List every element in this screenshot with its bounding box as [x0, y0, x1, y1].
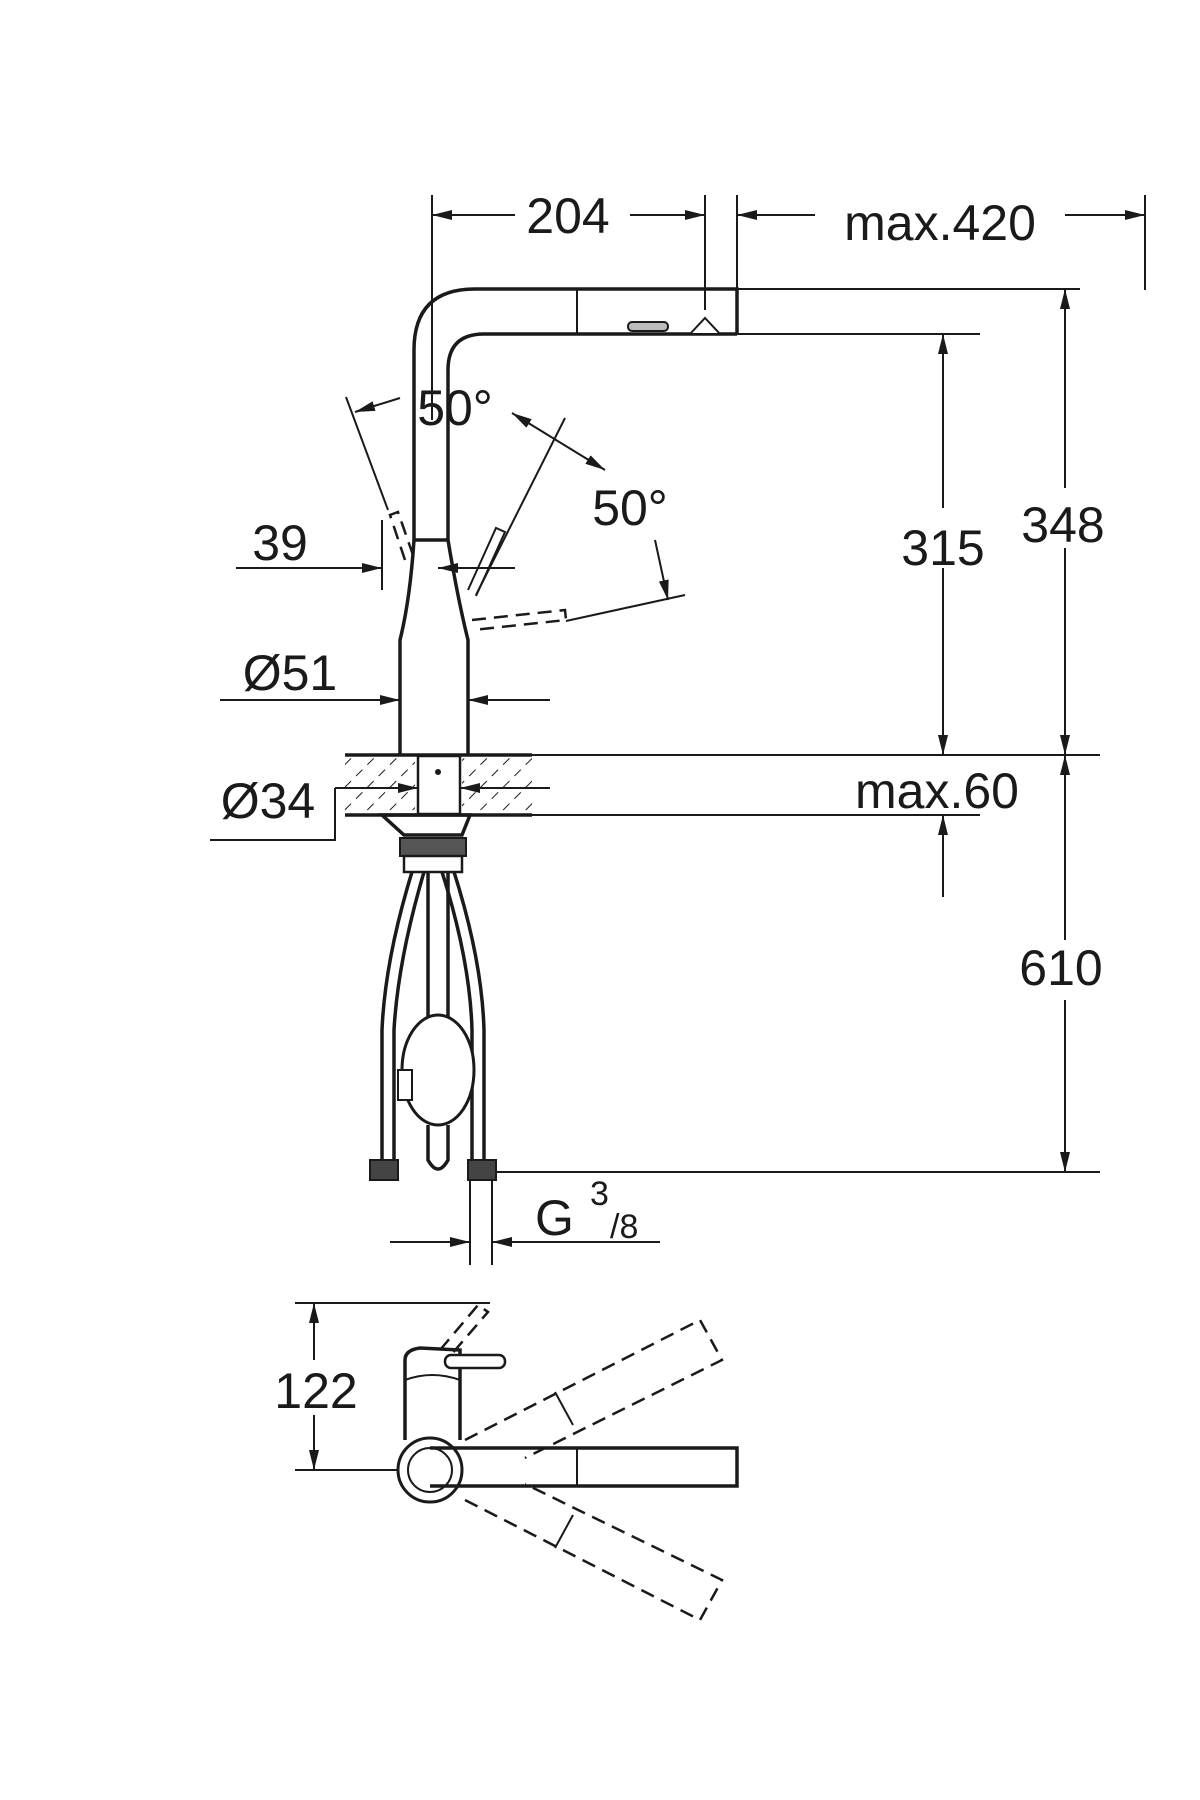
dim-spout-height: 315	[901, 520, 984, 576]
dim-thread-denominator: /8	[610, 1208, 638, 1246]
dim-lever-angle-right: 50°	[592, 480, 668, 536]
reach-dimensions: 204 max.420	[431, 188, 1146, 420]
dim-total-height: 348	[1021, 497, 1104, 553]
thread-dimension: G 3 /8	[390, 1175, 660, 1265]
dim-pullout-reach: max.420	[844, 195, 1036, 251]
dim-lever-angle-left: 50°	[417, 380, 493, 436]
width-dimensions: 39 Ø51	[220, 515, 550, 705]
height-dimensions: 315 348 max.60 610	[855, 289, 1120, 1172]
dim-thread-numerator: 3	[590, 1175, 609, 1213]
supply-hoses	[369, 813, 1100, 1181]
lever-angle-dimensions: 50° 50°	[345, 380, 686, 622]
dim-hose-length: 610	[1019, 940, 1102, 996]
top-view: 122	[274, 1302, 739, 1622]
countertop-section: Ø34	[210, 753, 1100, 841]
dim-thread-g: G	[535, 1190, 574, 1246]
dim-lever-clearance: 39	[252, 515, 308, 571]
dim-max-deck-thickness: max.60	[855, 763, 1019, 819]
faucet-spout	[412, 287, 1080, 540]
dim-top-view-depth: 122	[274, 1363, 357, 1419]
faucet-body	[388, 510, 568, 754]
dim-body-diameter: Ø51	[243, 645, 338, 701]
dim-spout-reach: 204	[526, 188, 609, 244]
dim-hole-diameter: Ø34	[221, 773, 316, 829]
